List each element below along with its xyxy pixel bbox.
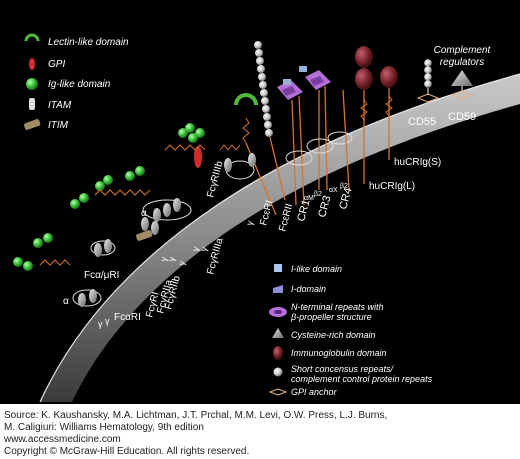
diagram-canvas: Lectin-like domain GPI Ig-like domain IT… (0, 0, 520, 404)
complement-title-line2: regulators (440, 57, 484, 68)
cd55-receptor (416, 59, 440, 103)
legend-left: Lectin-like domain GPI Ig-like domain IT… (24, 33, 129, 131)
cr4-label: CR4 (337, 186, 354, 210)
legend-left-label: GPI (48, 59, 65, 70)
complement-regulators: Complement regulators CD55 CD59 (408, 45, 492, 128)
itim-icon (24, 119, 41, 130)
cr3-label: CR3 (316, 194, 333, 218)
fcalpha-receptors: Fcα/μRI α γ γ FcαRI (13, 233, 141, 329)
cysteine-rich-domain-icon (272, 328, 284, 338)
legend-right: I-like domain I-domain N-terminal repeat… (268, 264, 433, 397)
short-consensus-repeat-icon (273, 367, 283, 377)
cr3-alpha-x-label: αX (329, 187, 338, 194)
cd59-label: CD59 (448, 111, 476, 123)
caption-line-book: M. Caligiuri: Williams Hematology, 9th e… (4, 422, 204, 433)
caption-line-copyright: Copyright © McGraw-Hill Education. All r… (4, 446, 250, 457)
legend-right-label: I-domain (291, 284, 326, 294)
caption-line-source: Source: K. Kaushansky, M.A. Lichtman, J.… (4, 410, 388, 421)
legend-right-label: Cysteine-rich domain (291, 330, 376, 340)
fcgamma-alpha-label: α (141, 208, 147, 219)
fcgamma-receptor-cluster: α γ γ FcγRIIIa γ γ γ FcγRIIb FcγRIIa Fcγ… (70, 166, 226, 319)
legend-right-label: GPI anchor (291, 387, 338, 397)
gpi-icon (29, 58, 35, 70)
gpi-anchor-icon (268, 388, 288, 396)
cr3-beta2-label: β2 (340, 183, 348, 190)
complement-title-line1: Complement (434, 45, 492, 56)
legend-right-label: Short concensus repeats/ (291, 364, 395, 374)
fcamur-label: Fcα/μRI (84, 270, 119, 281)
fcri-gamma-label-2: γ (166, 255, 177, 262)
cell-membrane (39, 73, 520, 403)
i-domain-icon (273, 285, 283, 293)
cr3-cr4-receptors: CR4 CR3 CR1 αX β2 αM β2 (277, 66, 355, 223)
hucrig-l-label: huCRIg(L) (369, 181, 415, 192)
legend-right-label: I-like domain (291, 264, 342, 274)
cr1-label: CR1 (295, 198, 312, 222)
legend-right-label-line2: β-propeller structure (290, 312, 372, 322)
legend-right-label-line2: complement control protein repeats (291, 374, 433, 384)
lectin-domain-icon (24, 33, 40, 42)
legend-left-label: Ig-like domain (48, 79, 111, 90)
cr4-beta2-label: β2 (314, 191, 322, 198)
i-like-domain-icon (274, 264, 282, 272)
figure-caption: Source: K. Kaushansky, M.A. Lichtman, J.… (4, 410, 516, 458)
fcari-label: FcαRI (114, 312, 141, 323)
legend-left-label: Lectin-like domain (48, 37, 129, 48)
cd59-receptor (450, 70, 474, 100)
immunoglobulin-domain-icon (273, 346, 283, 360)
legend-left-label: ITAM (48, 100, 72, 111)
cd55-label: CD55 (408, 116, 436, 128)
legend-left-label: ITIM (48, 120, 69, 131)
cr1-receptor (254, 41, 286, 201)
fcriiia-gamma-label-2: γ (198, 245, 209, 252)
hucrig-s-label: huCRIg(S) (394, 157, 441, 168)
fcari-alpha-label: α (63, 296, 69, 307)
legend-right-label: Immunoglobulin domain (291, 348, 387, 358)
fcri-gamma-label: γ (158, 255, 169, 262)
fcari-gamma-label: γ (98, 319, 103, 329)
hucrig-receptors: huCRIg(S) huCRIg(L) (355, 46, 441, 192)
fcri-zeta-label: γ (176, 259, 187, 266)
legend-right-label: N-terminal repeats with (291, 302, 384, 312)
fcari-gamma-label-2: γ (105, 316, 110, 326)
fcriiia-gamma-label: γ (190, 245, 201, 252)
cr4-alpha-m-label: αM (304, 195, 314, 202)
fceri-gamma-label: γ (244, 219, 255, 226)
ig-like-domain-icon (26, 78, 38, 90)
itam-icon (29, 98, 35, 110)
caption-line-url: www.accessmedicine.com (4, 434, 121, 445)
